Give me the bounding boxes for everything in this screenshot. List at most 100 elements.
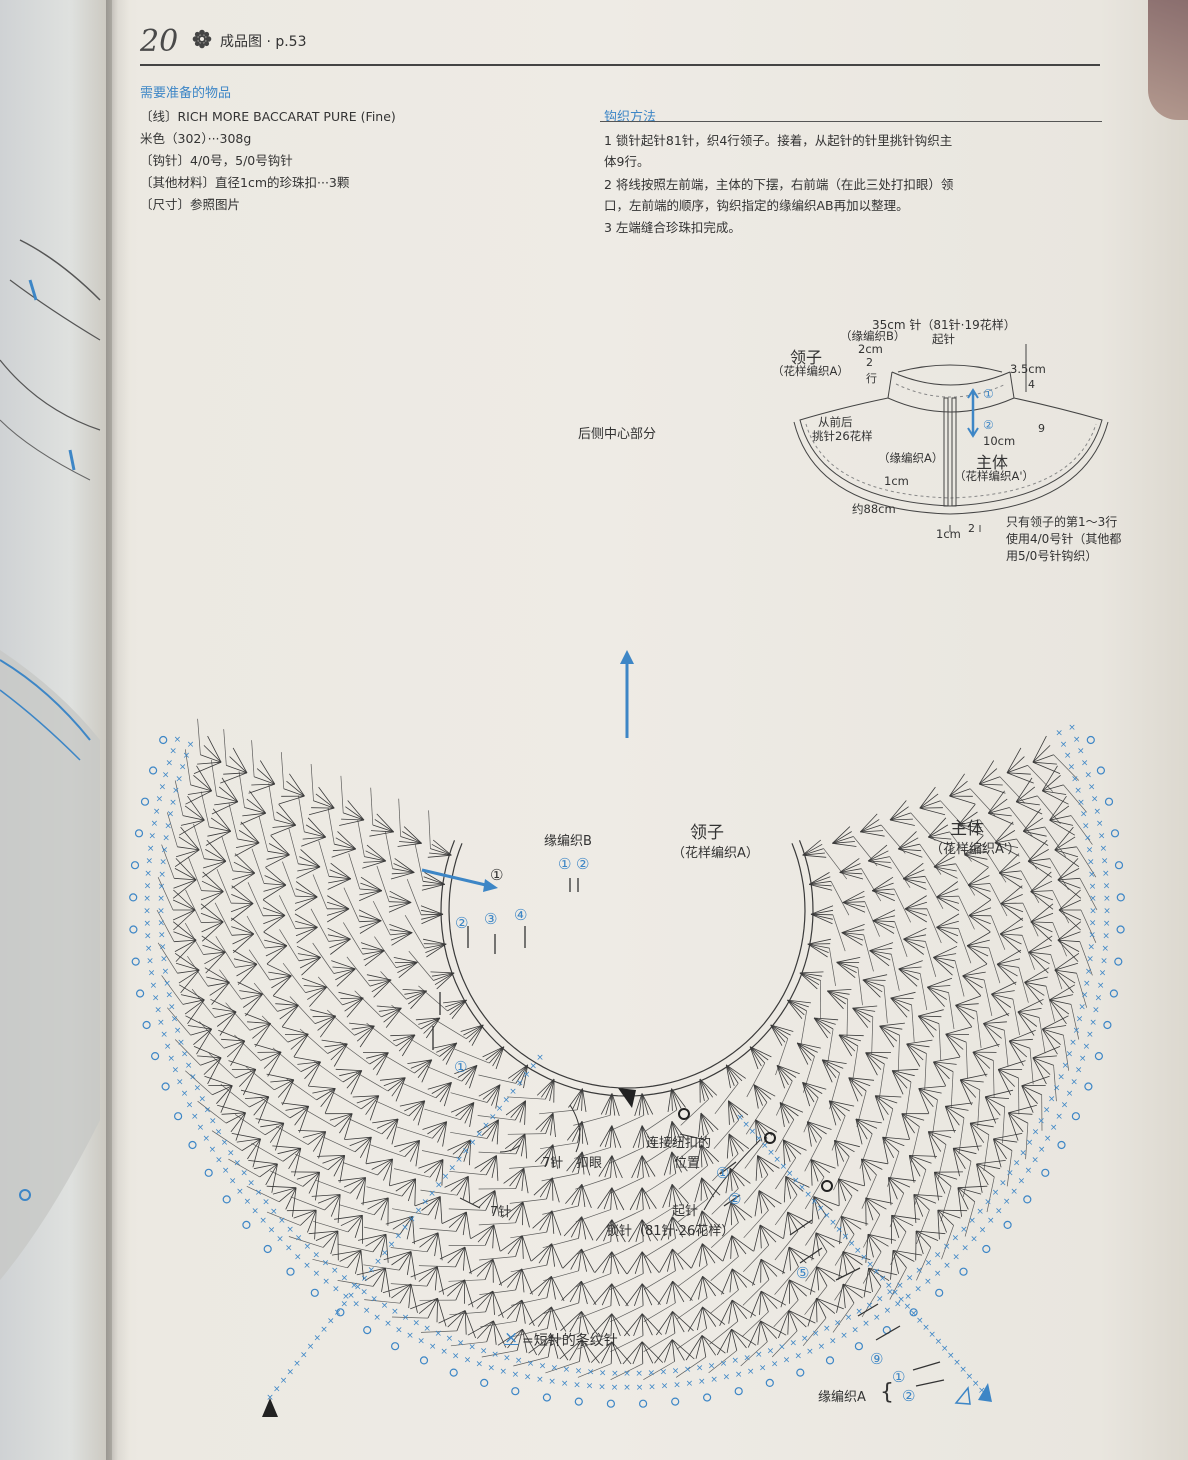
- svg-text:×: ×: [1089, 894, 1097, 904]
- svg-text:×: ×: [953, 1358, 961, 1368]
- svg-text:×: ×: [708, 1361, 716, 1371]
- svg-text:×: ×: [804, 1190, 812, 1200]
- svg-text:×: ×: [623, 1383, 631, 1393]
- svg-text:×: ×: [234, 1159, 242, 1169]
- svg-text:×: ×: [331, 1266, 339, 1276]
- materials-other: 〔其他材料〕直径1cm的珍珠扣···3颗: [140, 175, 350, 190]
- chart-edge-row-2: ②: [728, 1190, 742, 1208]
- svg-text:×: ×: [886, 1288, 894, 1298]
- svg-text:×: ×: [798, 1183, 806, 1193]
- svg-text:×: ×: [276, 1235, 284, 1245]
- legend-text: =短针的条纹针: [522, 1333, 618, 1349]
- svg-text:×: ×: [976, 1207, 984, 1217]
- svg-text:×: ×: [885, 1281, 893, 1291]
- svg-text:×: ×: [144, 869, 152, 879]
- svg-text:×: ×: [660, 1368, 668, 1378]
- svg-text:×: ×: [992, 1188, 1000, 1198]
- svg-text:×: ×: [268, 1226, 276, 1236]
- svg-text:×: ×: [435, 1181, 443, 1191]
- arrow-head-right: [483, 879, 498, 892]
- svg-text:×: ×: [1103, 881, 1111, 891]
- svg-text:×: ×: [1088, 931, 1096, 941]
- svg-text:×: ×: [1055, 728, 1063, 738]
- svg-text:×: ×: [795, 1351, 803, 1361]
- svg-text:×: ×: [1095, 993, 1103, 1003]
- svg-text:×: ×: [395, 1325, 403, 1335]
- svg-text:×: ×: [361, 1274, 369, 1284]
- svg-text:×: ×: [159, 858, 167, 868]
- svg-text:×: ×: [175, 774, 183, 784]
- svg-text:×: ×: [428, 1189, 436, 1199]
- method-step1-cont: 体9行。: [604, 154, 650, 169]
- svg-text:×: ×: [440, 1347, 448, 1357]
- svg-text:×: ×: [1050, 1123, 1058, 1133]
- svg-text:×: ×: [171, 1015, 179, 1025]
- chart-body-pattern: （花样编织A'）: [930, 842, 1021, 857]
- book-spine-shadow: [106, 0, 130, 1460]
- svg-text:×: ×: [536, 1053, 544, 1063]
- materials-size: 〔尺寸〕参照图片: [140, 197, 241, 212]
- svg-text:×: ×: [408, 1215, 416, 1225]
- svg-text:×: ×: [673, 1380, 681, 1390]
- svg-text:×: ×: [829, 1337, 837, 1347]
- svg-text:×: ×: [197, 1123, 205, 1133]
- svg-text:×: ×: [313, 1269, 321, 1279]
- svg-text:×: ×: [215, 1156, 223, 1166]
- svg-text:×: ×: [732, 1356, 740, 1366]
- chart-arrow-row-1: ①: [490, 866, 504, 884]
- svg-text:×: ×: [1060, 740, 1068, 750]
- svg-text:×: ×: [1103, 919, 1111, 929]
- svg-text:×: ×: [1061, 1101, 1069, 1111]
- svg-text:×: ×: [1073, 735, 1081, 745]
- chart-collar: 领子: [690, 823, 724, 843]
- svg-text:×: ×: [402, 1313, 410, 1323]
- svg-text:×: ×: [185, 1061, 193, 1071]
- svg-text:×: ×: [423, 1324, 431, 1334]
- start-triangle-left: [262, 1398, 278, 1417]
- method-divider: [600, 121, 1102, 122]
- svg-text:×: ×: [1081, 759, 1089, 769]
- svg-text:×: ×: [262, 1198, 270, 1208]
- svg-text:×: ×: [1091, 795, 1099, 805]
- svg-text:×: ×: [914, 1285, 922, 1295]
- svg-text:×: ×: [1053, 1084, 1061, 1094]
- svg-text:×: ×: [304, 1242, 312, 1252]
- svg-text:×: ×: [910, 1309, 918, 1319]
- svg-text:×: ×: [482, 1121, 490, 1131]
- svg-text:×: ×: [587, 1368, 595, 1378]
- materials-yarn: 〔线〕RICH MORE BACCARAT PURE (Fine): [140, 109, 396, 124]
- svg-text:×: ×: [1055, 1112, 1063, 1122]
- svg-text:×: ×: [1077, 798, 1085, 808]
- svg-text:×: ×: [1057, 1072, 1065, 1082]
- svg-text:×: ×: [512, 1370, 520, 1380]
- schematic-rows-9: 9: [1038, 422, 1045, 435]
- svg-text:×: ×: [979, 1226, 987, 1236]
- page-number: 20: [140, 24, 179, 59]
- svg-text:×: ×: [229, 1177, 237, 1187]
- svg-text:×: ×: [661, 1382, 669, 1392]
- svg-text:×: ×: [199, 1095, 207, 1105]
- svg-text:×: ×: [280, 1376, 288, 1386]
- svg-text:×: ×: [934, 1250, 942, 1260]
- svg-text:×: ×: [164, 822, 172, 832]
- leader-start: [703, 1139, 761, 1211]
- svg-text:×: ×: [823, 1211, 831, 1221]
- svg-text:×: ×: [1089, 918, 1097, 928]
- svg-text:×: ×: [1087, 858, 1095, 868]
- leader-7st-a: [499, 1144, 521, 1153]
- svg-text:×: ×: [435, 1329, 443, 1339]
- svg-text:×: ×: [783, 1356, 791, 1366]
- svg-text:×: ×: [160, 955, 168, 965]
- svg-text:×: ×: [786, 1169, 794, 1179]
- schematic-pickup: 从前后: [818, 415, 853, 429]
- svg-text:×: ×: [322, 1258, 330, 1268]
- svg-text:×: ×: [156, 795, 164, 805]
- svg-text:×: ×: [747, 1367, 755, 1377]
- svg-text:×: ×: [916, 1316, 924, 1326]
- svg-text:×: ×: [1085, 771, 1093, 781]
- schematic-rows-4: 4: [1028, 378, 1035, 391]
- svg-text:×: ×: [573, 1380, 581, 1390]
- svg-text:×: ×: [381, 1249, 389, 1259]
- schematic-dim-2cm: 2cm: [858, 342, 883, 356]
- svg-text:×: ×: [259, 1216, 267, 1226]
